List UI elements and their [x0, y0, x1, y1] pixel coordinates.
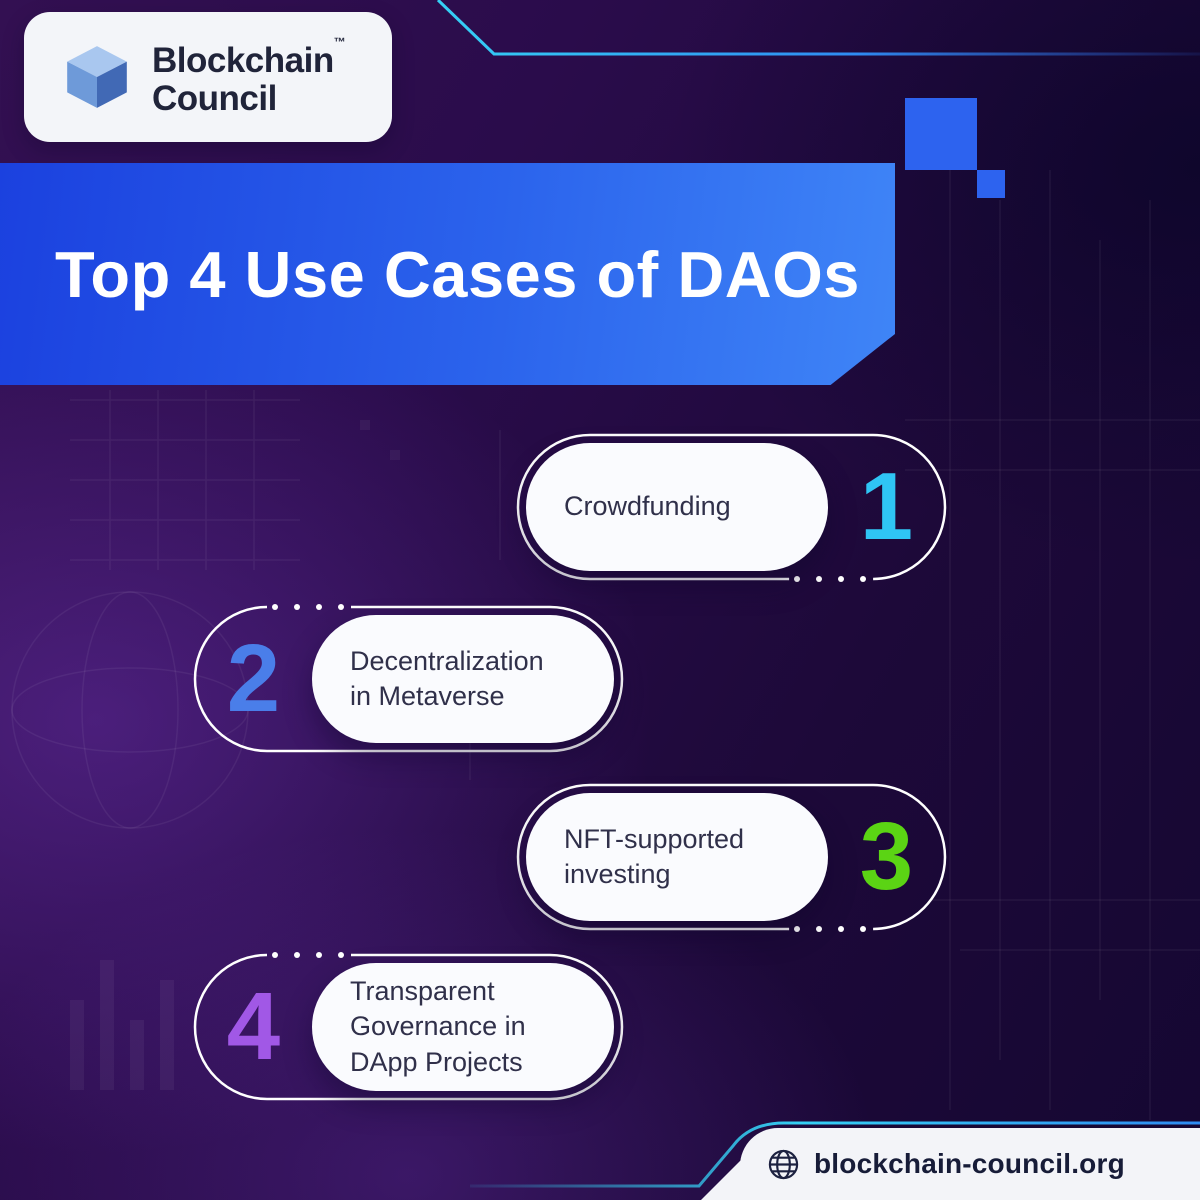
pill-outline — [193, 604, 624, 753]
brand-logo-card: Blockchain™ Council — [24, 12, 392, 142]
footer-bar: blockchain-council.org — [740, 1128, 1200, 1200]
use-case-card: Decentralization in Metaverse — [312, 615, 614, 743]
use-case-label: Transparent Governance in DApp Projects — [350, 976, 526, 1077]
decorative-square-large — [905, 98, 977, 170]
use-case-label: NFT-supported investing — [564, 823, 745, 889]
use-case-card: NFT-supported investing — [526, 793, 828, 921]
use-case-4: Transparent Governance in DApp Projects … — [193, 952, 624, 1101]
blockchain-council-cube-icon — [67, 46, 127, 108]
use-case-label: Decentralization in Metaverse — [350, 645, 544, 711]
website-url: blockchain-council.org — [814, 1148, 1125, 1179]
use-case-1: Crowdfunding 1 — [516, 433, 947, 582]
globe-icon — [768, 1149, 799, 1179]
decorative-square-small — [977, 170, 1005, 198]
use-case-number: 4 — [226, 973, 281, 1080]
use-case-card: Transparent Governance in DApp Projects — [312, 963, 614, 1091]
title-banner: Top 4 Use Cases of DAOs — [0, 163, 895, 385]
pill-outline — [516, 433, 947, 582]
brand-name-line1: Blockchain™ — [152, 34, 346, 80]
use-case-number: 2 — [226, 625, 281, 732]
use-case-card: Crowdfunding — [526, 443, 828, 571]
trademark-symbol: ™ — [333, 34, 346, 49]
dotted-accent — [272, 604, 344, 610]
use-case-number: 3 — [859, 803, 914, 910]
use-case-2: Decentralization in Metaverse 2 — [193, 604, 624, 753]
dotted-accent — [794, 576, 866, 582]
use-case-3: NFT-supported investing 3 — [516, 783, 947, 932]
dotted-accent — [272, 952, 344, 958]
pill-outline — [193, 952, 624, 1101]
use-case-label: Crowdfunding — [564, 491, 731, 522]
brand-name: Blockchain™ Council — [152, 34, 346, 119]
page-title: Top 4 Use Cases of DAOs — [55, 237, 860, 311]
brand-name-line2: Council — [152, 79, 277, 118]
dotted-accent — [794, 926, 866, 932]
use-case-number: 1 — [859, 453, 914, 560]
pill-outline — [516, 783, 947, 932]
